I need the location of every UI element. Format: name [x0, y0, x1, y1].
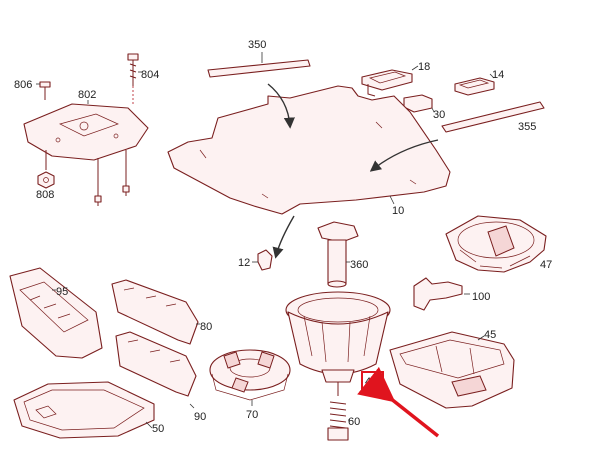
label-50: 50: [152, 423, 164, 435]
label-70: 70: [246, 409, 258, 421]
label-350: 350: [248, 39, 266, 51]
part-90-rail: 90: [115, 331, 206, 423]
part-18-clip: 18: [361, 61, 430, 97]
label-30: 30: [433, 109, 445, 121]
part-14-clip: 14: [454, 69, 504, 96]
label-18: 18: [418, 61, 430, 73]
label-45: 45: [484, 329, 496, 341]
label-40: 40: [365, 376, 377, 388]
part-350-strip: 350: [207, 39, 311, 78]
label-12: 12: [238, 257, 250, 269]
label-60: 60: [348, 416, 360, 428]
part-10-floor-panel: 10: [167, 85, 451, 217]
label-806: 806: [14, 79, 32, 91]
part-802-plate: 802: [23, 89, 149, 206]
part-45-tray: 45: [389, 329, 515, 409]
label-360: 360: [350, 259, 368, 271]
label-804: 804: [141, 69, 159, 81]
part-60-spring: 60: [327, 401, 360, 441]
part-360-post: 360: [317, 221, 368, 288]
label-10: 10: [392, 205, 404, 217]
red-pointer-arrow: [357, 366, 440, 438]
label-808: 808: [36, 189, 54, 201]
label-100: 100: [472, 291, 490, 303]
label-47: 47: [540, 259, 552, 271]
part-804-screw: 804: [127, 53, 159, 106]
part-47-ring: 47: [445, 215, 552, 273]
part-40-bucket: [285, 291, 391, 396]
label-355: 355: [518, 121, 536, 133]
part-80-rail: 80: [111, 279, 212, 345]
part-40-callout[interactable]: 40: [361, 371, 384, 390]
label-802: 802: [78, 89, 96, 101]
part-808-nut: 808: [36, 171, 55, 201]
label-95: 95: [56, 286, 68, 298]
part-355-strip: 355: [441, 101, 545, 133]
part-100-bracket: 100: [413, 277, 490, 311]
part-12-clip: 12: [238, 249, 273, 271]
part-95-tray: 95: [9, 267, 103, 359]
part-806-screw: 806: [14, 79, 51, 100]
label-90: 90: [194, 411, 206, 423]
part-70-ring: 70: [209, 349, 291, 421]
assembly-arrows: [267, 83, 439, 259]
label-14: 14: [492, 69, 504, 81]
part-50-mat: 50: [13, 381, 164, 439]
label-80: 80: [200, 321, 212, 333]
